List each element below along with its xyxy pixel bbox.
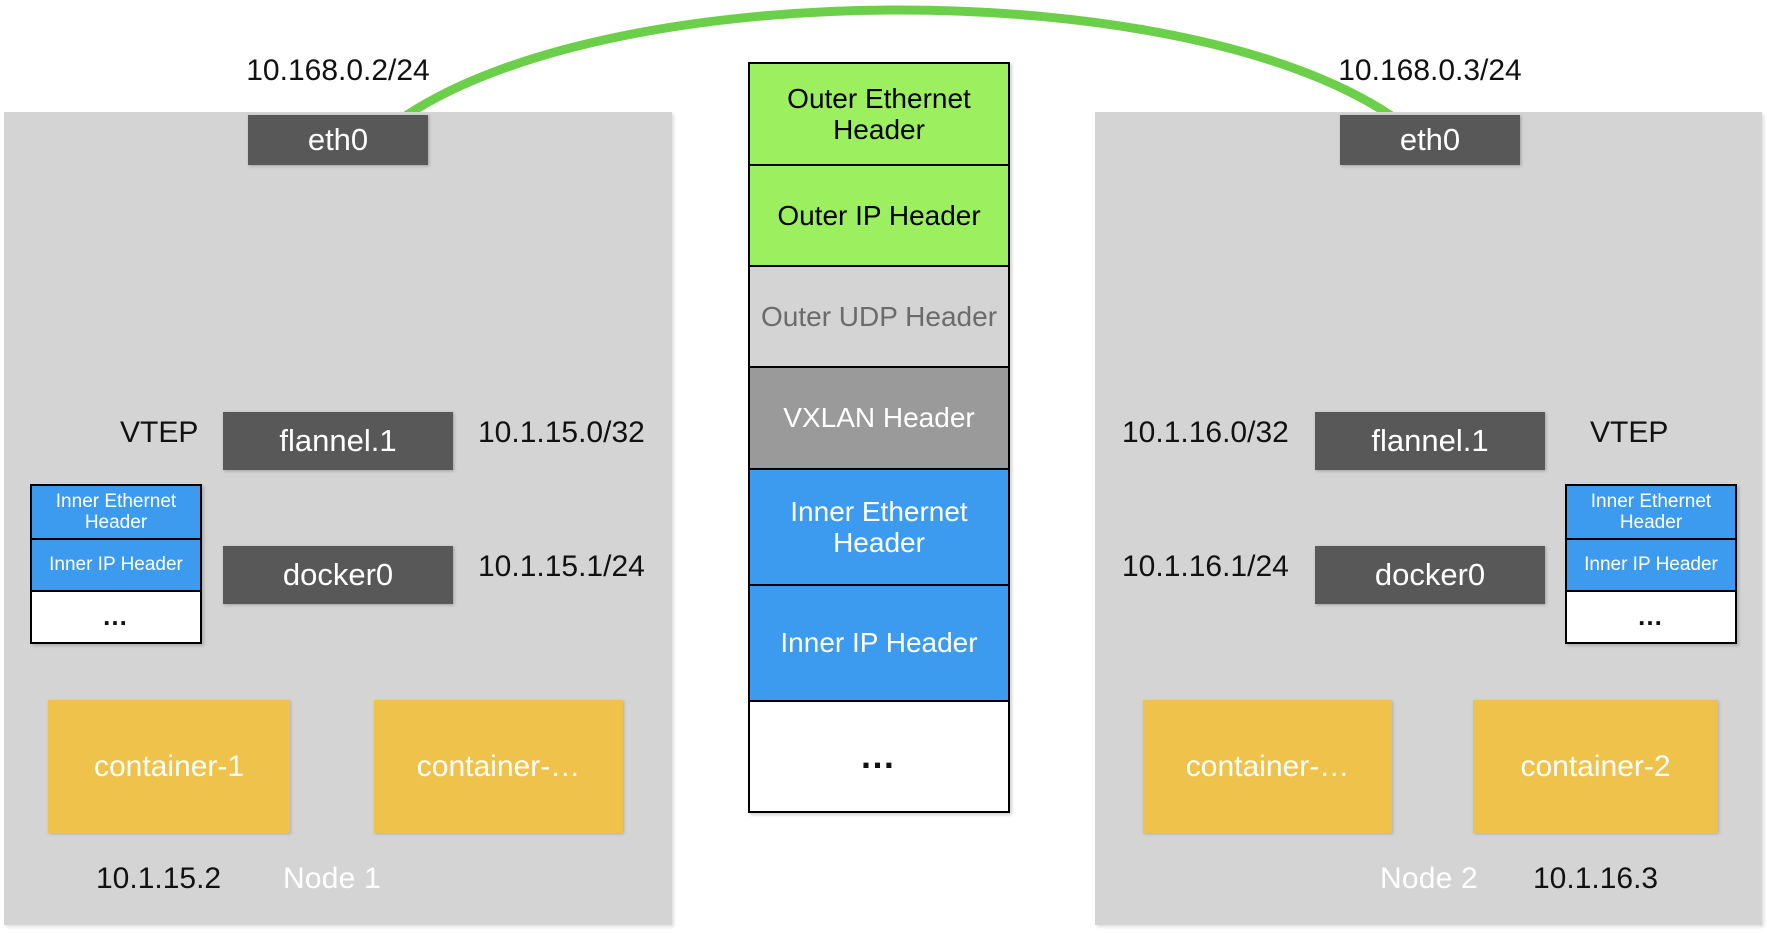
- flannel-ip-right: 10.1.16.0/32: [1122, 416, 1289, 449]
- container-ip-left: 10.1.15.2: [96, 862, 222, 895]
- interface-eth0-left[interactable]: eth0: [248, 115, 428, 165]
- interface-flannel1-left[interactable]: flannel.1: [223, 412, 453, 470]
- packet-mini-right-row: Inner IP Header: [1567, 538, 1735, 590]
- packet-mini-right-row: Inner Ethernet Header: [1567, 486, 1735, 538]
- vtep-label-right: VTEP: [1590, 416, 1669, 449]
- packet-row-vxlan-header: VXLAN Header: [750, 366, 1008, 468]
- packet-mini-left: Inner Ethernet Header Inner IP Header …: [30, 484, 202, 644]
- node-caption-right: Node 2: [1380, 862, 1478, 895]
- packet-row-outer-ip-header: Outer IP Header: [750, 164, 1008, 265]
- vtep-label-left: VTEP: [120, 416, 199, 449]
- interface-docker0-right[interactable]: docker0: [1315, 546, 1545, 604]
- docker0-ip-left: 10.1.15.1/24: [478, 550, 645, 583]
- packet-row-inner-ethernet-header: Inner Ethernet Header: [750, 468, 1008, 584]
- container-ip-right: 10.1.16.3: [1533, 862, 1659, 895]
- packet-row-outer-udp-header: Outer UDP Header: [750, 265, 1008, 366]
- packet-stack-center: Outer Ethernet Header Outer IP Header Ou…: [748, 62, 1010, 813]
- packet-mini-left-row: Inner IP Header: [32, 538, 200, 590]
- flannel-ip-left: 10.1.15.0/32: [478, 416, 645, 449]
- packet-mini-left-row: Inner Ethernet Header: [32, 486, 200, 538]
- packet-mini-left-row: …: [32, 590, 200, 642]
- container-box-left-other[interactable]: container-…: [374, 700, 623, 833]
- interface-flannel1-right[interactable]: flannel.1: [1315, 412, 1545, 470]
- host-ip-left: 10.168.0.2/24: [246, 54, 430, 87]
- interface-docker0-left[interactable]: docker0: [223, 546, 453, 604]
- packet-row-payload-ellipsis: …: [750, 700, 1008, 811]
- node-caption-left: Node 1: [283, 862, 381, 895]
- packet-mini-right: Inner Ethernet Header Inner IP Header …: [1565, 484, 1737, 644]
- packet-row-inner-ip-header: Inner IP Header: [750, 584, 1008, 700]
- container-box-right-primary[interactable]: container-2: [1473, 700, 1718, 833]
- container-box-right-other[interactable]: container-…: [1143, 700, 1392, 833]
- docker0-ip-right: 10.1.16.1/24: [1122, 550, 1289, 583]
- interface-eth0-right[interactable]: eth0: [1340, 115, 1520, 165]
- container-box-left-primary[interactable]: container-1: [48, 700, 290, 833]
- packet-row-outer-ethernet-header: Outer Ethernet Header: [750, 64, 1008, 164]
- host-ip-right: 10.168.0.3/24: [1338, 54, 1522, 87]
- packet-mini-right-row: …: [1567, 590, 1735, 642]
